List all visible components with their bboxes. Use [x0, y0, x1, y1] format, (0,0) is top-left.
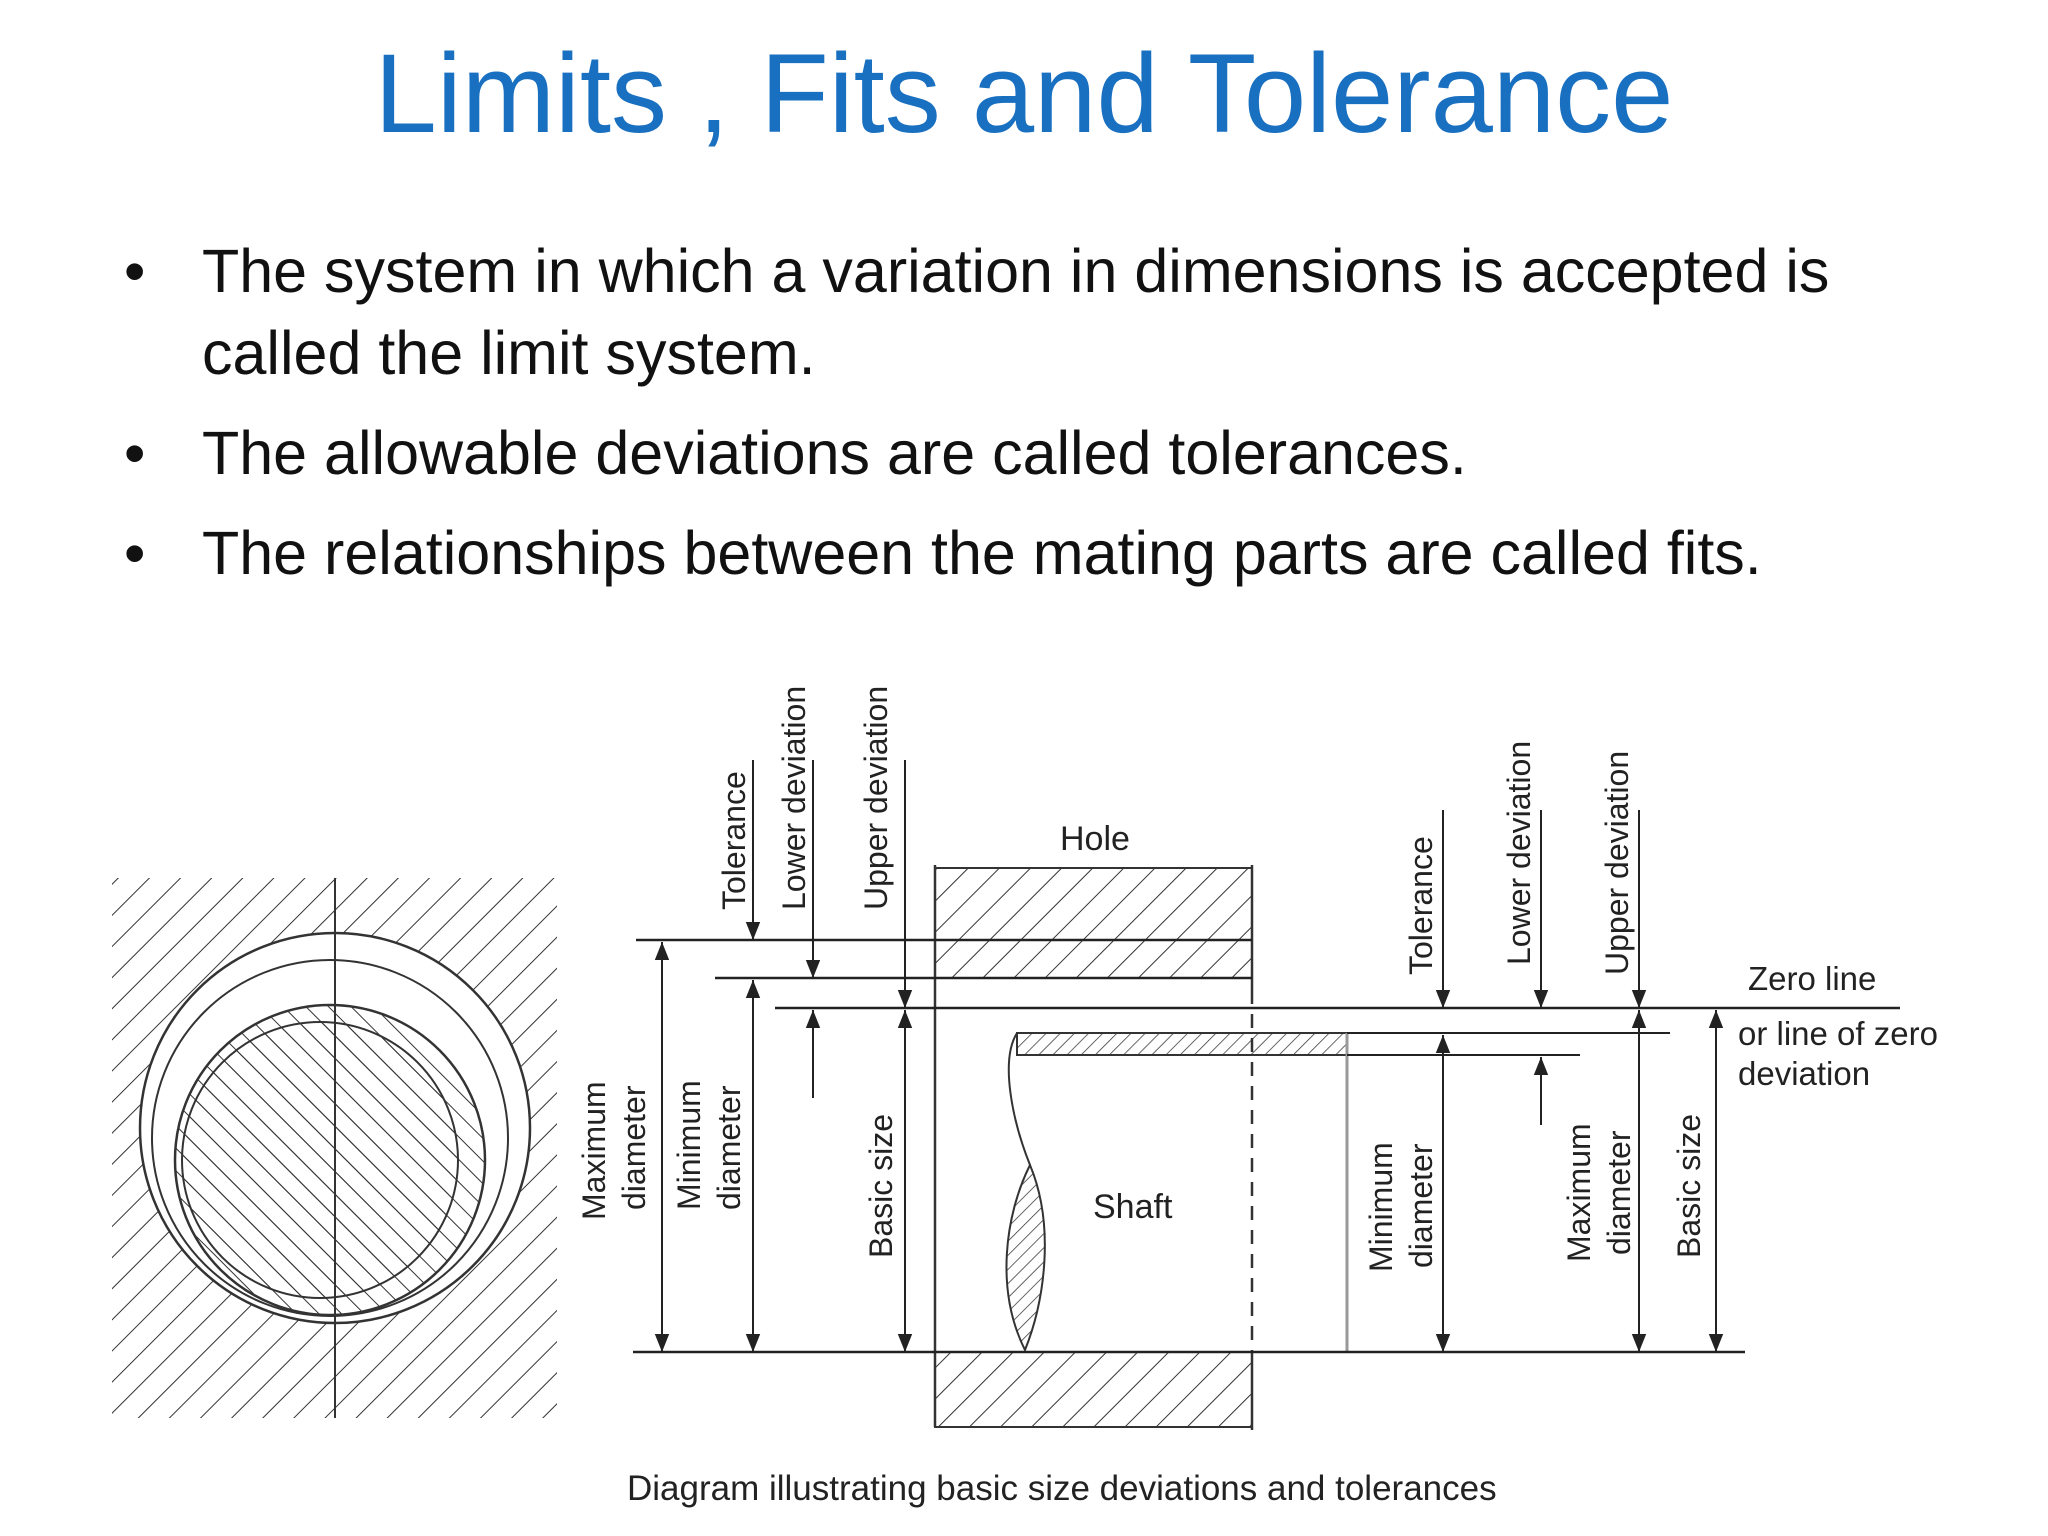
- hole-lower-deviation-label: Lower deviation: [776, 686, 812, 910]
- zero-line-label: Zero line: [1748, 960, 1876, 997]
- hole-max-diameter-label-2: diameter: [616, 1085, 652, 1210]
- hole-min-diameter-label: Minimum: [671, 1080, 707, 1210]
- shaft-upper-deviation-label: Upper deviation: [1599, 751, 1635, 975]
- hole-label: Hole: [1060, 820, 1130, 858]
- shaft-max-diameter-label-2: diameter: [1601, 1130, 1637, 1255]
- shaft-min-diameter-label-2: diameter: [1403, 1143, 1439, 1268]
- bullet-text: The allowable deviations are called tole…: [202, 419, 1467, 487]
- zero-line-sub-label-2: deviation: [1738, 1055, 1870, 1092]
- shaft-basic-size-label: Basic size: [1671, 1114, 1707, 1258]
- shaft-tolerance-label: Tolerance: [1403, 836, 1439, 975]
- bullet-list: • The system in which a variation in dime…: [110, 230, 1960, 612]
- shaft-min-diameter-label: Minimum: [1363, 1142, 1399, 1272]
- hole-tolerance-label: Tolerance: [716, 771, 752, 910]
- shaft-max-diameter-label: Maximum: [1561, 1123, 1597, 1262]
- hole-basic-size-label: Basic size: [863, 1114, 899, 1258]
- bullet-item: • The relationships between the mating pa…: [110, 512, 1960, 594]
- diagram-caption: Diagram illustrating basic size deviatio…: [627, 1469, 1497, 1508]
- bullet-dot-icon: •: [124, 519, 146, 587]
- bullet-item: • The allowable deviations are called tol…: [110, 412, 1960, 494]
- bullet-dot-icon: •: [124, 419, 146, 487]
- shaft-lower-deviation-label: Lower deviation: [1501, 741, 1537, 965]
- zero-line-sub-label: or line of zero: [1738, 1015, 1938, 1052]
- hole-upper-deviation-label: Upper deviation: [858, 686, 894, 910]
- bullet-text: The system in which a variation in dimen…: [202, 237, 1830, 387]
- hole-max-diameter-label: Maximum: [576, 1081, 612, 1220]
- slide-title: Limits , Fits and Tolerance: [374, 31, 1674, 156]
- bullet-text: The relationships between the mating par…: [202, 519, 1762, 587]
- shaft-label: Shaft: [1093, 1188, 1173, 1226]
- hole-min-diameter-label-2: diameter: [711, 1085, 747, 1210]
- cross-section-view: [112, 878, 557, 1418]
- longitudinal-section-view: [633, 760, 1900, 1430]
- bullet-item: • The system in which a variation in dime…: [110, 230, 1960, 394]
- bullet-dot-icon: •: [124, 237, 146, 305]
